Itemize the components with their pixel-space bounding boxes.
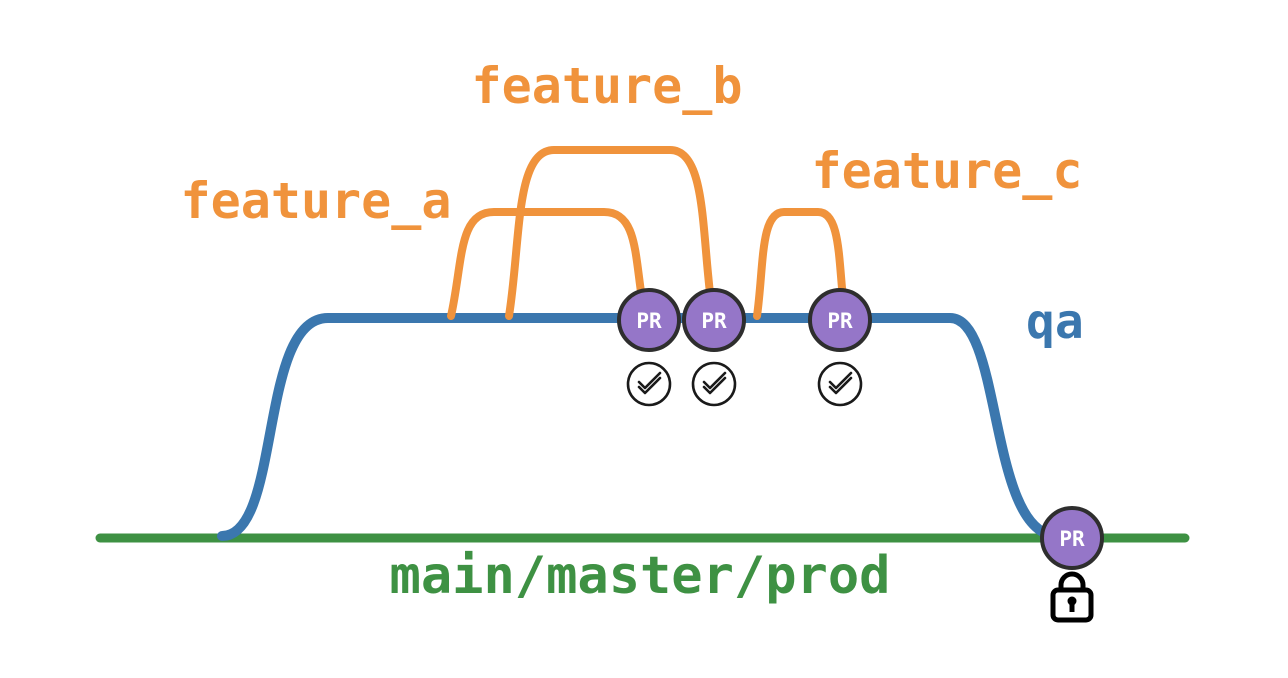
pr-badge-1: PR: [617, 288, 681, 352]
checks-passed-icon: [626, 361, 672, 407]
feature-b-branch-line: [505, 146, 717, 320]
pr-badge-label: PR: [1059, 527, 1085, 551]
pr-badge-label: PR: [701, 309, 727, 333]
feature-a-label: feature_a: [181, 172, 452, 230]
main-branch-label: main/master/prod: [390, 546, 891, 606]
check-mark: [702, 371, 727, 390]
qa-label: qa: [1026, 294, 1084, 350]
check-mark: [702, 376, 727, 395]
pr-badge-circle: [808, 288, 872, 352]
lock-keyhole-stem: [1069, 602, 1075, 612]
check-mark: [637, 376, 662, 395]
pr-badge-2: PR: [682, 288, 746, 352]
feature-c-branch-line: [753, 208, 849, 320]
lock-shackle: [1058, 571, 1086, 593]
pr-badge-label: PR: [827, 309, 853, 333]
pr-badge-circle: [1040, 506, 1104, 570]
pr-badge-label: PR: [636, 309, 662, 333]
pr-badge-circle: [682, 288, 746, 352]
feature-b-label: feature_b: [472, 57, 743, 115]
checks-passed-icon: [817, 361, 863, 407]
check-mark: [828, 376, 853, 395]
pr-badge-4: PR: [1040, 506, 1104, 570]
pr-badge-circle: [617, 288, 681, 352]
checks-passed-icon: [691, 361, 737, 407]
feature-c-label: feature_c: [812, 142, 1083, 200]
lock-icon: [1050, 571, 1094, 623]
check-mark: [828, 371, 853, 390]
check-mark: [637, 371, 662, 390]
pr-badge-3: PR: [808, 288, 872, 352]
feature-a-branch-line: [447, 208, 649, 320]
